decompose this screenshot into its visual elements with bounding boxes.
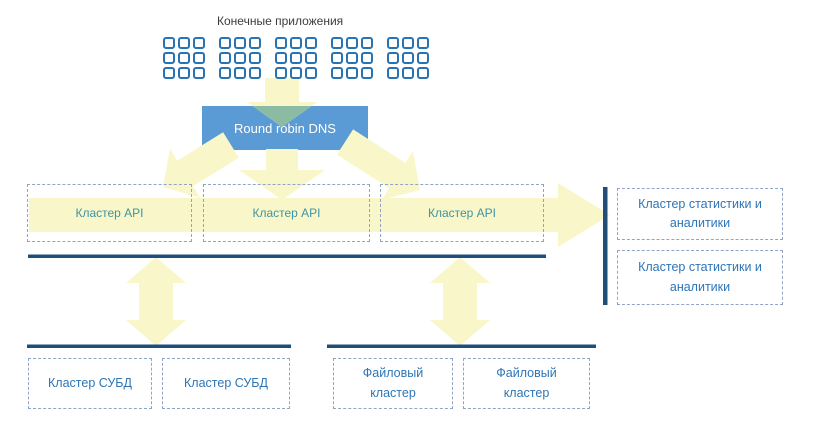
app-node-icon — [290, 67, 302, 79]
stats-cluster-label: Кластер статистики и аналитики — [638, 260, 762, 294]
app-node-icon — [275, 67, 287, 79]
arrow-api-db — [126, 257, 186, 346]
db-cluster-label: Кластер СУБД — [48, 375, 132, 390]
api-cluster-label: Кластер API — [252, 206, 321, 220]
app-node-icon — [402, 52, 414, 64]
file-cluster-label: Файловый кластер — [362, 366, 424, 400]
api-cluster-label: Кластер API — [427, 206, 497, 220]
stats-cluster-box-1: Кластер статистики и аналитики — [617, 188, 783, 240]
db-cluster-box-1: Кластер СУБД — [28, 358, 152, 409]
api-cluster-box-1: Кластер API — [27, 184, 192, 242]
stats-cluster-box-2: Кластер статистики и аналитики — [617, 250, 783, 305]
app-node-icon — [346, 37, 358, 49]
app-node-icon — [249, 67, 261, 79]
app-node-icon — [331, 67, 343, 79]
app-node-icon — [193, 52, 205, 64]
api-cluster-label: Кластер API — [75, 206, 144, 220]
app-node-icon — [361, 52, 373, 64]
arrow-dns-to-api-3 — [336, 129, 420, 200]
app-node-icon — [234, 67, 246, 79]
app-node-icon — [163, 52, 175, 64]
app-node-icon — [346, 52, 358, 64]
stats-cluster-label: Кластер статистики и аналитики — [638, 196, 762, 230]
file-cluster-box-1: Файловый кластер — [333, 358, 453, 409]
app-node-icon — [275, 52, 287, 64]
app-node-icon — [234, 37, 246, 49]
app-node-icon — [361, 67, 373, 79]
app-group — [275, 37, 317, 79]
app-group — [387, 37, 429, 79]
file-cluster-box-2: Файловый кластер — [463, 358, 590, 409]
app-node-icon — [305, 67, 317, 79]
end-apps-label: Конечные приложения — [217, 14, 344, 28]
app-node-icon — [178, 52, 190, 64]
app-node-icon — [402, 67, 414, 79]
app-node-icon — [387, 52, 399, 64]
app-node-icon — [178, 37, 190, 49]
db-cluster-box-2: Кластер СУБД — [162, 358, 290, 409]
round-robin-dns-label: Round robin DNS — [234, 120, 336, 136]
app-node-icon — [234, 52, 246, 64]
app-node-icon — [178, 67, 190, 79]
app-node-icon — [249, 52, 261, 64]
app-group — [163, 37, 205, 79]
app-node-icon — [219, 37, 231, 49]
arrow-apps-to-dns — [247, 78, 317, 127]
app-node-icon — [402, 37, 414, 49]
app-node-icon — [163, 67, 175, 79]
arrow-api-to-stats — [29, 183, 610, 247]
app-node-icon — [193, 37, 205, 49]
db-cluster-label: Кластер СУБД — [184, 375, 268, 390]
app-node-icon — [305, 52, 317, 64]
app-node-icon — [290, 52, 302, 64]
api-cluster-box-2: Кластер API — [203, 184, 370, 242]
bus-line-db — [27, 344, 291, 348]
bus-line-api — [28, 254, 546, 258]
file-cluster-label: Файловый кластер — [496, 366, 557, 400]
api-cluster-box-3: Кластер API — [380, 184, 544, 242]
app-node-icon — [249, 37, 261, 49]
app-group — [331, 37, 373, 79]
app-node-icon — [331, 37, 343, 49]
app-node-icon — [219, 52, 231, 64]
app-node-icon — [361, 37, 373, 49]
app-node-icon — [275, 37, 287, 49]
app-group — [219, 37, 261, 79]
bus-line-file — [327, 344, 596, 348]
app-node-icon — [387, 67, 399, 79]
app-node-icon — [305, 37, 317, 49]
stats-bus-bar — [603, 187, 608, 305]
arrow-dns-overlap-shade — [252, 106, 312, 127]
app-node-icon — [417, 67, 429, 79]
app-node-icon — [219, 67, 231, 79]
arrow-dns-to-api-1 — [163, 132, 239, 198]
app-node-icon — [346, 67, 358, 79]
app-node-icon — [163, 37, 175, 49]
app-node-icon — [331, 52, 343, 64]
app-node-icon — [193, 67, 205, 79]
app-node-icon — [417, 37, 429, 49]
arrow-api-file — [430, 257, 490, 346]
end-apps-grid — [163, 37, 429, 79]
arrow-dns-to-api-2 — [239, 149, 325, 200]
app-node-icon — [290, 37, 302, 49]
app-node-icon — [417, 52, 429, 64]
app-node-icon — [387, 37, 399, 49]
